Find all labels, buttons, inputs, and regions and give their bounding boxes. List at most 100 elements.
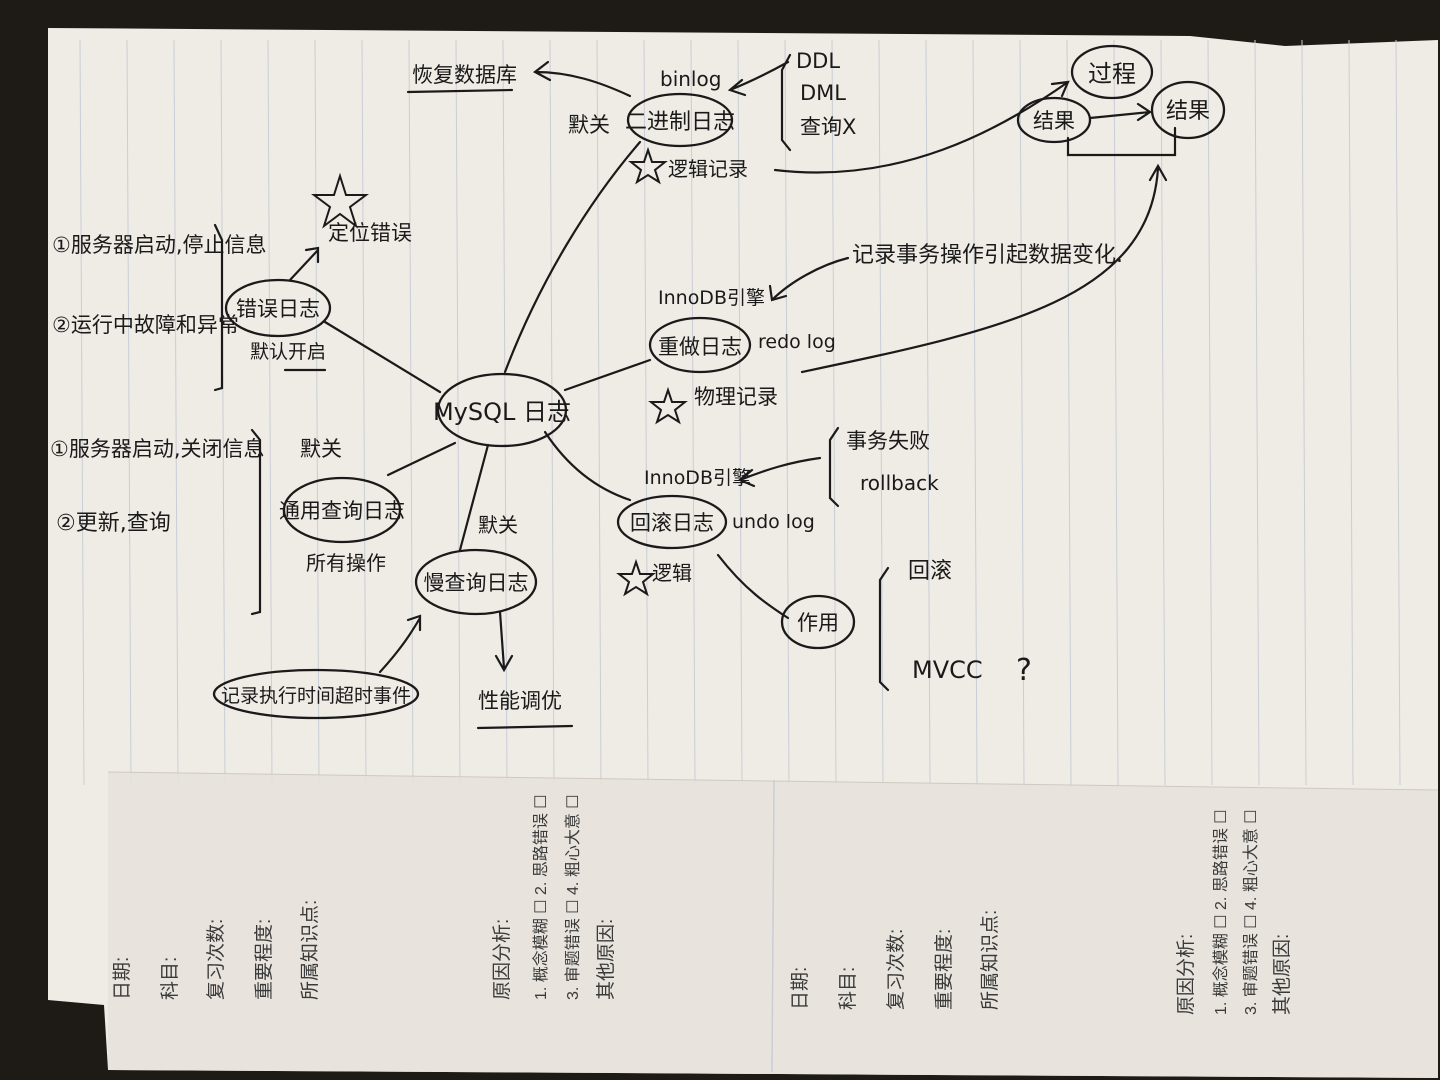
ruled-line xyxy=(126,39,132,786)
ruled-line xyxy=(1160,39,1166,786)
center-node-ellipse xyxy=(436,372,568,448)
error-item-1: ②运行中故障和异常 xyxy=(52,313,239,337)
effects-bracket xyxy=(878,566,890,692)
ruled-line xyxy=(784,39,790,786)
link-center-error xyxy=(323,320,442,394)
form-left-date: 日期: xyxy=(111,957,133,1000)
ruled-line xyxy=(1019,39,1025,786)
form-right-importance: 重要程度: xyxy=(933,929,955,1010)
ruled-line xyxy=(173,39,179,786)
arrow-result-to-result xyxy=(1088,102,1152,122)
ruled-line xyxy=(220,39,226,786)
slow-default-state: 默关 xyxy=(478,513,518,537)
ruled-line xyxy=(1348,39,1354,786)
ruled-line xyxy=(737,39,743,786)
error-default-state: 默认开启 xyxy=(250,341,326,363)
undo-node-label: 回滚日志 xyxy=(630,511,714,535)
arrow-triggers-to-engine xyxy=(737,456,822,488)
form-left-reasons-0: 1. 概念模糊 ☐ 2. 思路错误 ☐ xyxy=(531,794,550,1000)
ruled-lines xyxy=(79,39,1401,786)
error-node-label: 错误日志 xyxy=(236,297,320,321)
undo-tag: undo log xyxy=(732,511,815,533)
star-icon xyxy=(616,558,656,597)
ruled-line xyxy=(643,39,649,786)
binlog-tag: binlog xyxy=(660,67,721,91)
ruled-line xyxy=(690,39,696,786)
ruled-line xyxy=(596,39,602,786)
general-scope: 所有操作 xyxy=(306,551,386,575)
general-items-bracket xyxy=(250,428,262,616)
slow-node-label: 慢查询日志 xyxy=(424,571,529,595)
undo-record-type: 逻辑 xyxy=(652,561,692,585)
form-left-reasons-1: 3. 审题错误 ☐ 4. 粗心大意 ☐ xyxy=(563,794,582,1000)
result-b-label: 结果 xyxy=(1166,99,1210,124)
form-left-other: 其他原因: xyxy=(595,919,617,1000)
redo-engine: InnoDB引擎 xyxy=(658,287,765,309)
star-icon xyxy=(648,386,688,425)
star-icon xyxy=(628,146,668,185)
process-node-ellipse xyxy=(1070,44,1154,100)
triggers-bracket xyxy=(828,426,840,508)
binlog-node-ellipse xyxy=(626,92,734,148)
center-node-label: MySQL 日志 xyxy=(433,398,571,426)
restore-underline xyxy=(406,88,514,94)
ruled-line xyxy=(972,39,978,786)
general-default-state: 默关 xyxy=(300,437,342,461)
binlog-content-1: DML xyxy=(800,81,846,105)
form-right-date: 日期: xyxy=(789,967,811,1010)
binlog-node-label: 二进制日志 xyxy=(625,110,735,135)
form-right-subject: 科目: xyxy=(837,967,859,1010)
arrow-redo-to-result xyxy=(800,163,1168,374)
process-label: 过程 xyxy=(1088,60,1136,88)
general-node-label: 通用查询日志 xyxy=(279,499,405,523)
form-divider xyxy=(771,779,775,1073)
redo-node-ellipse xyxy=(648,316,752,374)
undo-effect-2: ? xyxy=(1016,653,1032,688)
ruled-line xyxy=(1066,39,1072,786)
link-center-redo xyxy=(563,358,652,392)
general-item-1: ②更新,查询 xyxy=(56,511,171,536)
redo-tag: redo log xyxy=(758,331,836,353)
ruled-line xyxy=(1395,39,1401,786)
ruled-line xyxy=(549,39,555,786)
ruled-line xyxy=(455,39,461,786)
link-center-slow xyxy=(458,443,490,552)
effect-node-ellipse xyxy=(780,594,856,650)
arrow-note-to-engine xyxy=(768,256,850,302)
slow-records: 记录执行时间超时事件 xyxy=(221,685,411,707)
error-node-ellipse xyxy=(224,278,332,338)
ruled-line xyxy=(408,39,414,786)
redo-node-label: 重做日志 xyxy=(658,335,742,359)
arrow-records-to-slow xyxy=(378,614,422,674)
ruled-line xyxy=(361,39,367,786)
undo-effect-1: MVCC xyxy=(912,656,983,684)
ruled-line xyxy=(1301,39,1307,786)
ruled-line xyxy=(314,39,320,786)
ruled-line xyxy=(1207,39,1213,786)
ruled-line xyxy=(925,39,931,786)
undo-effect-node-label: 作用 xyxy=(797,611,839,635)
form-right-reasons-1: 3. 审题错误 ☐ 4. 粗心大意 ☐ xyxy=(1241,809,1260,1015)
error-item-0: ①服务器启动,停止信息 xyxy=(52,233,267,257)
bracket-result xyxy=(1066,126,1177,157)
link-center-undo xyxy=(543,430,632,502)
general-node-ellipse xyxy=(282,476,402,544)
arrow-error-to-locate xyxy=(288,246,320,282)
form-left-subject: 科目: xyxy=(159,957,181,1000)
form-left-reason-label: 原因分析: xyxy=(491,919,513,1000)
slow-usage: 性能调优 xyxy=(478,689,562,713)
form-right-reasons-0: 1. 概念模糊 ☐ 2. 思路错误 ☐ xyxy=(1211,809,1230,1015)
form-left-review-count: 复习次数: xyxy=(205,919,227,1000)
form-left-importance: 重要程度: xyxy=(253,919,275,1000)
link-center-general xyxy=(386,441,457,477)
ruled-line xyxy=(267,39,273,786)
restore-db-label: 恢复数据库 xyxy=(412,63,517,87)
undo-node-ellipse xyxy=(616,494,728,550)
arrow-binlog-to-restore xyxy=(532,60,632,98)
ruled-line xyxy=(79,39,85,786)
ruled-line xyxy=(878,39,884,786)
records-node-ellipse xyxy=(212,668,420,720)
undo-trigger-1: rollback xyxy=(860,471,939,495)
general-item-0: ①服务器启动,关闭信息 xyxy=(50,437,265,461)
